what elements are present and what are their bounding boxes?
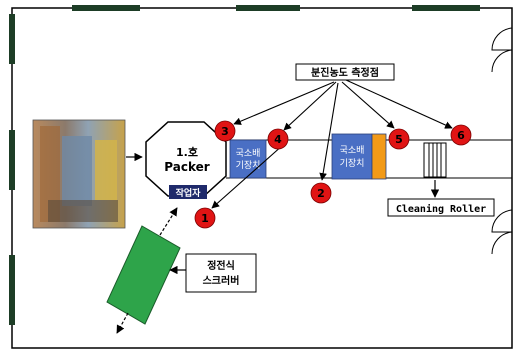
window-mark [236,5,300,11]
heading-label: 분진농도 측정점 [311,66,379,79]
packing-machine-photo [32,119,126,229]
device-right-line2: 기장치 [340,157,365,169]
device-left-line1: 국소배 [236,148,261,159]
arrow-to-point-4 [283,81,337,131]
point-2-label: 2 [317,187,325,200]
arrow-to-point-6 [345,79,453,129]
window-mark [9,14,15,64]
roller-label-box [387,198,495,217]
point-5-label: 5 [395,133,403,146]
point-6-label: 6 [457,129,465,142]
window-mark [412,5,480,11]
arrow-to-point-3 [233,81,335,125]
worker-tag-label: 작업자 [176,187,202,199]
packer-label-line2: Packer [164,160,209,174]
arrow-to-point-5 [341,81,395,129]
window-mark [9,130,15,190]
packer-label-line1: 1.호 [176,145,198,159]
packer-octagon [145,121,227,197]
worker-tag [169,185,207,199]
point-3-label: 3 [221,125,229,138]
scrubber-outlet-arrow-top [159,207,178,236]
arrow-to-point-2 [319,82,339,181]
point-1-label: 1 [201,212,209,225]
measuring-point-2: 2 [310,182,332,204]
device-left-line2: 기장치 [236,159,261,171]
door-right-top [491,27,513,73]
device-right-line1: 국소배 [340,145,365,156]
local-exhaust-device-left [229,139,267,179]
scrubber-label-line1: 정전식 [207,259,235,272]
scrubber-label-line2: 스크러버 [203,274,240,287]
measuring-point-4: 4 [267,128,289,150]
scrubber-outlet-arrow-bottom [116,312,129,334]
device-right-accent [371,133,387,180]
measuring-point-6: 6 [450,124,472,146]
measuring-point-1: 1 [194,207,216,229]
heading-box [295,63,395,81]
electrostatic-scrubber [106,225,181,325]
local-exhaust-device-right [331,133,373,180]
scrubber-label-box [185,253,257,293]
arrow-to-point-1 [211,144,284,209]
measuring-point-3: 3 [214,120,236,142]
roller-label: Cleaning Roller [396,203,486,215]
door-right-bottom [491,209,513,255]
window-mark [72,5,140,11]
measuring-point-5: 5 [388,128,410,150]
point-4-label: 4 [274,133,282,146]
cleaning-roller [423,142,447,178]
window-mark [9,255,15,325]
